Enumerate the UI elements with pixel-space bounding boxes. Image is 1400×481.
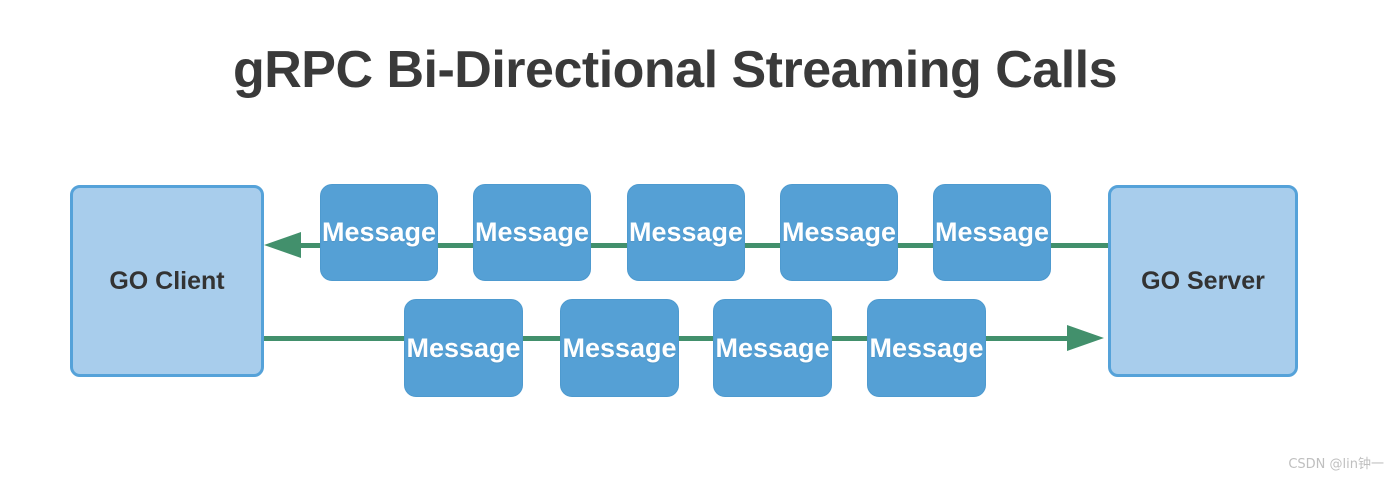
client-to-server-line (264, 336, 1070, 341)
server-to-client-line (294, 243, 1108, 248)
page-title: gRPC Bi-Directional Streaming Calls (232, 41, 1118, 99)
message-box: Message (627, 184, 745, 281)
arrowhead-right-icon (1067, 325, 1104, 351)
message-box: Message (933, 184, 1051, 281)
message-box: Message (404, 299, 523, 397)
server-node-label: GO Server (1141, 266, 1265, 295)
watermark: CSDN @lin钟一 (1288, 457, 1384, 472)
client-node: GO Client (70, 185, 264, 377)
server-node: GO Server (1108, 185, 1298, 377)
arrowhead-left-icon (264, 232, 301, 258)
message-box: Message (713, 299, 832, 397)
message-box: Message (867, 299, 986, 397)
client-node-label: GO Client (109, 266, 225, 295)
message-box: Message (473, 184, 591, 281)
message-box: Message (560, 299, 679, 397)
message-box: Message (320, 184, 438, 281)
message-box: Message (780, 184, 898, 281)
